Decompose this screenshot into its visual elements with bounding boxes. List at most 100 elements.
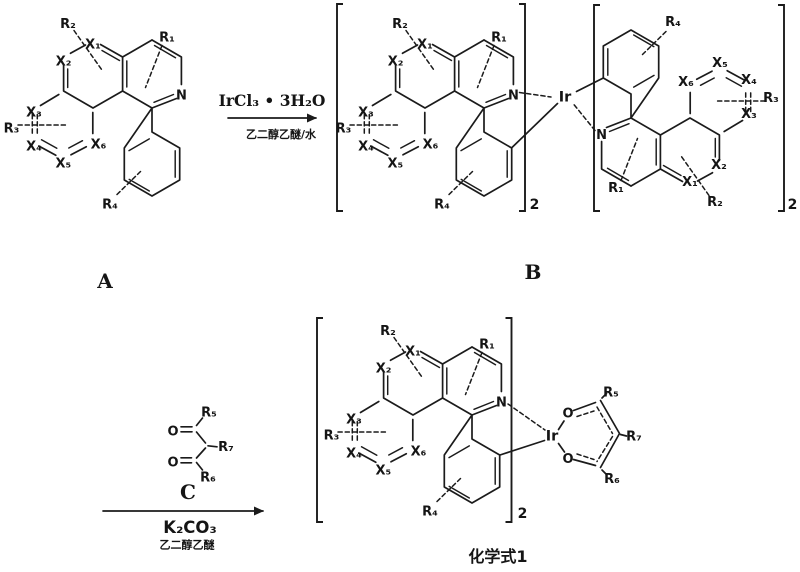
label-r4: R₄ [102, 198, 118, 213]
compound-c: O O R₅ R₇ R₆ C [167, 406, 233, 505]
label-n: N [508, 89, 519, 104]
label-o: O [562, 407, 573, 422]
iridium-label: Ir [559, 90, 572, 106]
label-x4: X₄ [741, 73, 757, 88]
structure-b: 2 R₂ R₁ X₁ X₂ X₃ R₃ X₄ X₅ X₆ N R₄ Ir 2 R… [336, 3, 798, 213]
ir-o-bond [557, 442, 566, 453]
label-o: O [562, 452, 573, 467]
label-n: N [496, 396, 507, 411]
label-r6: R₆ [604, 472, 620, 487]
label-o: O [167, 424, 178, 439]
compound-b-label: B [525, 260, 542, 284]
acac-ligand: O O R₅ R₇ R₆ [557, 386, 642, 487]
structure-b-right-labels: R₄ X₅ X₄ X₆ R₃ X₃ X₂ X₁ R₂ R₁ N [596, 15, 779, 210]
label-r1: R₁ [479, 338, 495, 353]
c-r5-bond [195, 417, 204, 427]
label-r4: R₄ [434, 198, 450, 213]
delocalized-dashed-bond [576, 453, 595, 461]
c-c-bond [195, 447, 207, 459]
structure-a: R₂ R₁ X₁ X₂ X₃ R₃ X₄ X₅ X₆ N R₄ [4, 17, 187, 213]
label-n: N [176, 89, 187, 104]
n-ir-dashed-bond [518, 91, 552, 98]
c-ir-bond [575, 77, 605, 93]
dimer-subscript: 2 [530, 197, 540, 213]
c-ir-bond [511, 102, 559, 149]
base-text: K₂CO₃ [163, 518, 216, 537]
label-x6: X₆ [678, 75, 694, 90]
label-x6: X₆ [91, 138, 107, 153]
bracket-right [505, 317, 513, 523]
label-r1: R₁ [159, 31, 175, 46]
label-x4: X₄ [26, 140, 42, 155]
delocalized-dashed-bond [596, 406, 614, 435]
label-o: O [167, 455, 178, 470]
label-x5: X₅ [388, 157, 404, 172]
label-r6: R₆ [200, 471, 216, 486]
iridium-label: Ir [546, 429, 559, 445]
ligand-skeleton [17, 29, 183, 197]
label-r7: R₇ [626, 430, 642, 445]
label-x1: X₁ [682, 175, 698, 190]
compound-a-label: A [96, 269, 113, 293]
label-r3: R₃ [763, 91, 779, 106]
c-r6-bond [601, 469, 608, 476]
label-x1: X₁ [85, 38, 101, 53]
label-r2: R₂ [380, 324, 396, 339]
label-x6: X₆ [423, 138, 439, 153]
c-r7-bond [619, 433, 628, 437]
delocalized-dashed-bond [576, 410, 595, 418]
label-x2: X₂ [711, 158, 727, 173]
label-r4: R₄ [665, 15, 681, 30]
label-x3: X₃ [358, 106, 374, 121]
dimer-subscript: 2 [518, 506, 528, 522]
label-x3: X₃ [26, 106, 42, 121]
reaction-arrow-1: IrCl₃ • 3H₂O 乙二醇乙醚/水 [219, 91, 326, 141]
label-r2: R₂ [392, 17, 408, 32]
bracket-left [593, 4, 600, 212]
label-x5: X₅ [56, 157, 72, 172]
ligand-skeleton [349, 29, 515, 197]
o-c-bond [572, 401, 597, 412]
label-x2: X₂ [388, 55, 404, 70]
label-r5: R₅ [603, 386, 619, 401]
solvent-text: 乙二醇乙醚/水 [246, 127, 317, 141]
dimer-subscript: 2 [788, 197, 798, 213]
label-x1: X₁ [417, 38, 433, 53]
compound-c-label: C [180, 480, 196, 504]
label-x4: X₄ [346, 447, 362, 462]
o-c-bond [572, 458, 597, 467]
c-r6-bond [195, 461, 204, 471]
carbonyl-double-bond [180, 456, 193, 464]
label-r4: R₄ [422, 505, 438, 520]
n-ir-dashed-bond [507, 403, 546, 431]
label-r5: R₅ [201, 406, 217, 421]
product-structure: 2 R₂ R₁ X₁ X₂ X₃ R₃ X₄ X₅ X₆ N R₄ Ir [316, 317, 642, 523]
label-x6: X₆ [411, 445, 427, 460]
label-r1: R₁ [608, 181, 624, 196]
label-r3: R₃ [4, 122, 20, 137]
ligand-skeleton [337, 336, 503, 504]
label-r2: R₂ [707, 195, 723, 210]
ir-o-bond [557, 420, 565, 431]
label-x4: X₄ [358, 140, 374, 155]
label-x1: X₁ [405, 345, 421, 360]
solvent-text: 乙二醇乙醚 [160, 538, 215, 552]
label-r3: R₃ [336, 122, 352, 137]
c-r7-bond [207, 444, 218, 448]
product-ligand: R₂ R₁ X₁ X₂ X₃ R₃ X₄ X₅ X₆ N R₄ [324, 324, 507, 520]
n-ir-dashed-bond [572, 103, 596, 132]
reaction-arrow-2: K₂CO₃ 乙二醇乙醚 [102, 506, 264, 552]
structure-b-left-ligand: R₂ R₁ X₁ X₂ X₃ R₃ X₄ X₅ X₆ N R₄ [336, 17, 519, 213]
bracket-left [316, 317, 323, 523]
bracket-right [519, 3, 526, 212]
product-name-label: 化学式1 [468, 547, 527, 566]
c-r5-bond [601, 392, 608, 399]
label-x5: X₅ [712, 56, 728, 71]
label-x3: X₃ [741, 107, 757, 122]
label-x2: X₂ [56, 55, 72, 70]
label-x2: X₂ [376, 362, 392, 377]
label-r3: R₃ [324, 429, 340, 444]
label-x3: X₃ [346, 413, 362, 428]
label-r7: R₇ [218, 440, 234, 455]
